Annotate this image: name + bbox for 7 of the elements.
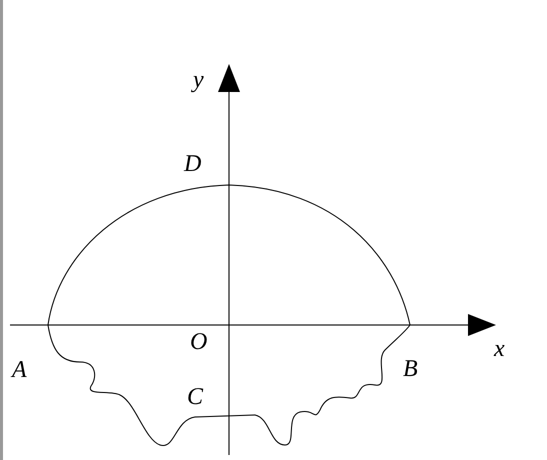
point-label: C	[187, 385, 204, 409]
point-label: A	[12, 358, 27, 382]
point-label: x	[494, 337, 505, 361]
point-label: D	[184, 152, 202, 176]
point-label: y	[193, 68, 204, 92]
point-label: O	[190, 330, 208, 354]
point-label: B	[403, 357, 418, 381]
